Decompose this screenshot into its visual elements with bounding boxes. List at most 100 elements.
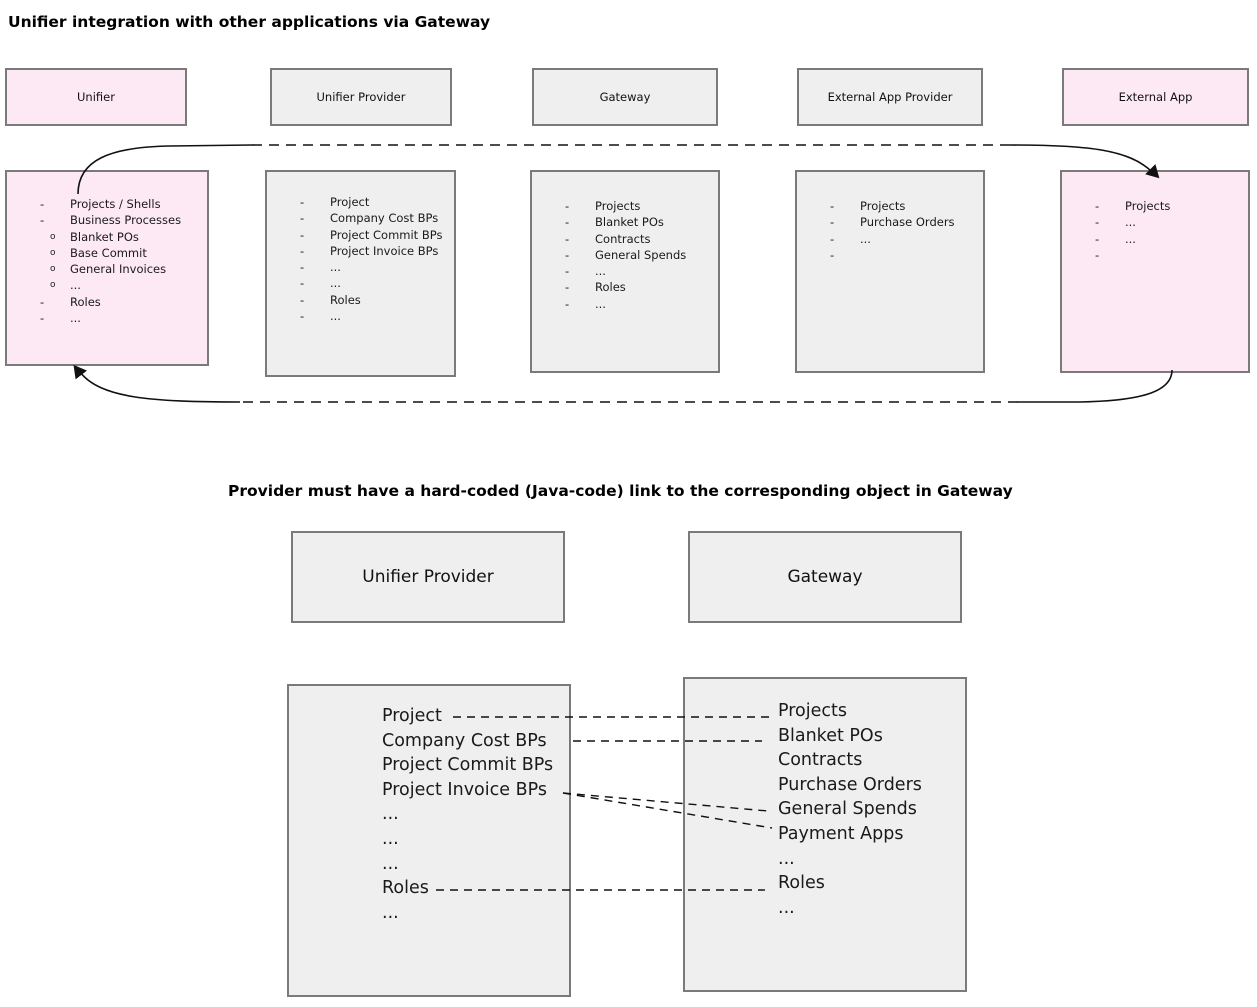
list-marker: - — [830, 215, 835, 230]
list-item: - Project Commit BPs — [300, 227, 442, 243]
header-box-label: Unifier — [77, 90, 115, 104]
list-item: ... — [382, 902, 399, 923]
header-box-unifier-provider[interactable]: Unifier Provider — [270, 68, 452, 126]
list-marker: - — [565, 231, 570, 246]
detail-list-gateway: Projects Blanket POs Contracts Purchase … — [778, 699, 922, 920]
list-marker: o — [50, 231, 56, 242]
list-text: Projects — [595, 199, 641, 213]
list-item: Project Invoice BPs — [382, 779, 547, 800]
content-box-external-app-provider[interactable]: - Projects - Purchase Orders -... - — [795, 170, 985, 373]
list-item: -Project Invoice BPs — [300, 243, 442, 259]
list-text: ... — [1125, 231, 1136, 246]
list-item: - — [1095, 247, 1170, 263]
list-marker: - — [300, 276, 305, 291]
header-box-external-app[interactable]: External App — [1062, 68, 1249, 126]
list-marker: - — [565, 215, 570, 230]
header-box-label: Unifier Provider — [316, 90, 406, 104]
list-marker: - — [830, 199, 835, 213]
box-label: Gateway — [787, 567, 863, 587]
content-box-unifier-provider[interactable]: - Project -Company Cost BPs - Project Comm… — [265, 170, 456, 377]
list-text: Project — [330, 195, 370, 209]
list-text: Business Processes — [70, 213, 182, 228]
detail-box-gateway[interactable] — [683, 677, 967, 992]
content-box-gateway[interactable]: -Projects -Blanket POs -Contracts -Gener… — [530, 170, 720, 373]
list-marker: - — [300, 227, 305, 242]
list-marker: o — [50, 280, 56, 291]
header-box-unifier[interactable]: Unifier — [5, 68, 187, 126]
list-item: -Blanket POs — [565, 214, 686, 230]
list-text: General Invoices — [70, 262, 167, 277]
list-item: - Roles — [565, 279, 686, 295]
list-item: o Blanket POs — [40, 229, 181, 245]
list-item: - Projects — [830, 198, 955, 214]
list-item: - Projects / Shells — [40, 196, 181, 212]
list-marker: - — [565, 296, 570, 311]
list-marker: - — [830, 247, 835, 262]
list-marker: - — [565, 247, 570, 262]
list-marker: - — [565, 264, 570, 279]
content-list-gateway: -Projects -Blanket POs -Contracts -Gener… — [565, 198, 686, 312]
header-box-external-app-provider[interactable]: External App Provider — [797, 68, 983, 126]
list-item: Roles — [778, 873, 825, 894]
list-item: General Spends — [778, 799, 917, 820]
list-item: Contracts — [778, 750, 863, 771]
list-item: ... — [382, 853, 399, 874]
list-marker: - — [565, 199, 570, 213]
list-marker: - — [1095, 231, 1100, 246]
content-box-external-app[interactable]: -Projects -... -... - — [1060, 170, 1250, 373]
list-marker: - — [300, 195, 305, 209]
list-marker: - — [830, 231, 835, 246]
list-item: Roles — [382, 878, 429, 899]
list-item: Project Commit BPs — [382, 755, 554, 776]
list-text: Projects / Shells — [70, 197, 161, 211]
list-item: -... — [830, 231, 955, 247]
list-text: Project Commit BPs — [330, 227, 443, 242]
list-item: - Project — [300, 194, 442, 210]
list-item: -Roles — [40, 294, 181, 310]
list-text: ... — [1125, 215, 1136, 230]
list-item: - Purchase Orders — [830, 214, 955, 230]
list-text: General Spends — [595, 247, 687, 262]
content-box-unifier[interactable]: -Projects / Shells -Business Processes o… — [5, 170, 209, 366]
list-marker: - — [565, 280, 570, 295]
box-gateway-lower[interactable]: Gateway — [688, 531, 962, 623]
list-marker: - — [1095, 199, 1100, 213]
list-marker: - — [40, 197, 45, 211]
list-item: -... — [300, 275, 442, 291]
list-marker: - — [300, 292, 305, 307]
content-list-external-app-provider: - Projects - Purchase Orders -... - — [830, 198, 955, 263]
list-item: Blanket POs — [778, 725, 883, 746]
list-item: -... — [1095, 231, 1170, 247]
list-item: -... — [40, 310, 181, 326]
content-list-unifier-provider: - Project -Company Cost BPs - Project Comm… — [300, 194, 442, 324]
list-item: -Business Processes — [40, 212, 181, 228]
detail-list-unifier-provider: Project Company Cost BPs Project Commit … — [382, 704, 553, 925]
list-marker: - — [300, 309, 305, 324]
flow-arrow-external-app-to-unifier — [73, 364, 1173, 403]
list-text: ... — [330, 276, 341, 291]
list-text: Projects — [860, 199, 906, 213]
list-item: Projects — [778, 701, 847, 721]
header-box-gateway[interactable]: Gateway — [532, 68, 718, 126]
list-item: - — [830, 247, 955, 263]
list-text: Blanket POs — [70, 229, 139, 244]
box-unifier-provider-lower[interactable]: Unifier Provider — [291, 531, 565, 623]
detail-box-unifier-provider[interactable] — [287, 684, 571, 997]
list-item: o... — [40, 277, 181, 293]
list-marker: - — [1095, 247, 1100, 262]
list-text: ... — [595, 264, 606, 279]
list-item: ... — [778, 848, 795, 869]
list-item: Company Cost BPs — [382, 730, 547, 751]
list-marker: - — [40, 294, 45, 309]
list-text: Roles — [595, 280, 626, 295]
list-item: -... — [300, 308, 442, 324]
list-marker: - — [300, 243, 305, 258]
list-text: Purchase Orders — [860, 215, 955, 230]
list-text: ... — [860, 231, 871, 246]
section-title-middle: Provider must have a hard-coded (Java-co… — [228, 482, 1013, 500]
list-item: -... — [565, 296, 686, 312]
list-item: -Company Cost BPs — [300, 210, 442, 226]
box-label: Unifier Provider — [362, 567, 494, 587]
